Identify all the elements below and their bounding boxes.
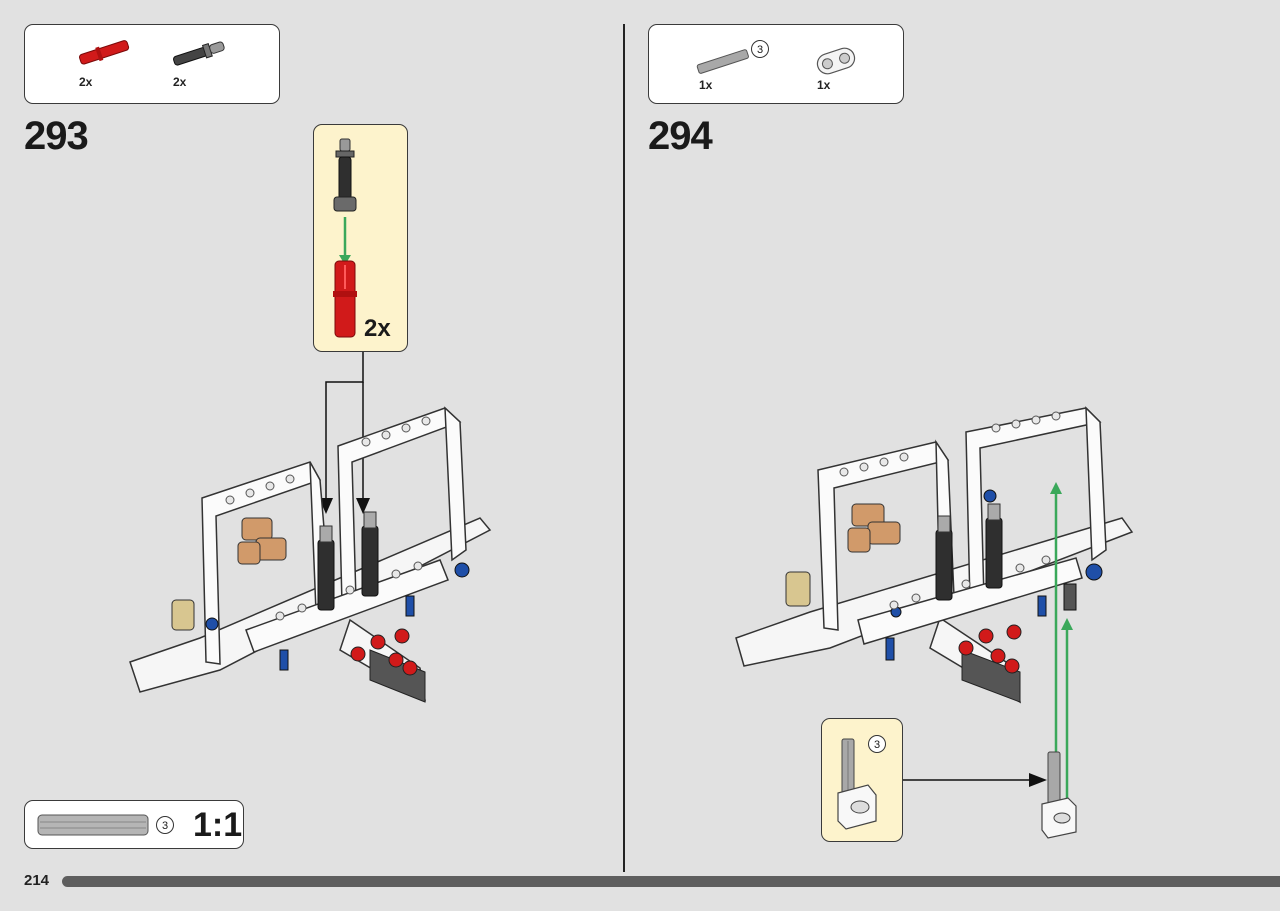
white-connector-icon: [816, 47, 856, 75]
part-qty: 1x: [817, 78, 831, 92]
model-assembly-294: [735, 406, 1134, 704]
red-axle-pin-icon: [79, 40, 130, 65]
model-assembly-293: [129, 406, 492, 703]
placed-connector-icon: [1041, 751, 1077, 839]
connector-with-axle-icon: [837, 738, 877, 830]
axle-length-badge: 3: [868, 735, 886, 753]
axle-3-scale-icon: [37, 814, 149, 836]
part-qty: 1x: [699, 78, 713, 92]
part-qty: 2x: [173, 75, 187, 89]
black-pin-with-bush-icon: [173, 41, 225, 66]
red-axle-pin-icon: [333, 260, 357, 338]
step-number: 294: [648, 114, 713, 158]
parts-list-294: 3 1x 1x: [648, 24, 904, 104]
part-qty: 2x: [79, 75, 93, 89]
page-divider: [623, 24, 625, 872]
axle-length-badge: 3: [751, 40, 769, 58]
parts-list-293: 2x 2x: [24, 24, 280, 104]
scale-reference: 3 1:1: [24, 800, 244, 849]
subassembly-callout-294: 3: [821, 718, 903, 842]
progress-bar: [62, 876, 1280, 887]
grey-axle-icon: [696, 49, 749, 74]
subassembly-callout-293: 2x: [313, 124, 408, 352]
insertion-arrows: [1050, 482, 1073, 798]
scale-ratio: 1:1: [193, 806, 243, 844]
axle-length-badge: 3: [156, 816, 174, 834]
callout-qty: 2x: [364, 315, 391, 342]
down-arrow-icon: [339, 217, 351, 265]
page-number: 214: [24, 872, 50, 889]
step-number: 293: [24, 114, 89, 158]
callout-pointer-arrow: [903, 773, 1047, 787]
pin-with-bush-icon: [333, 138, 357, 212]
